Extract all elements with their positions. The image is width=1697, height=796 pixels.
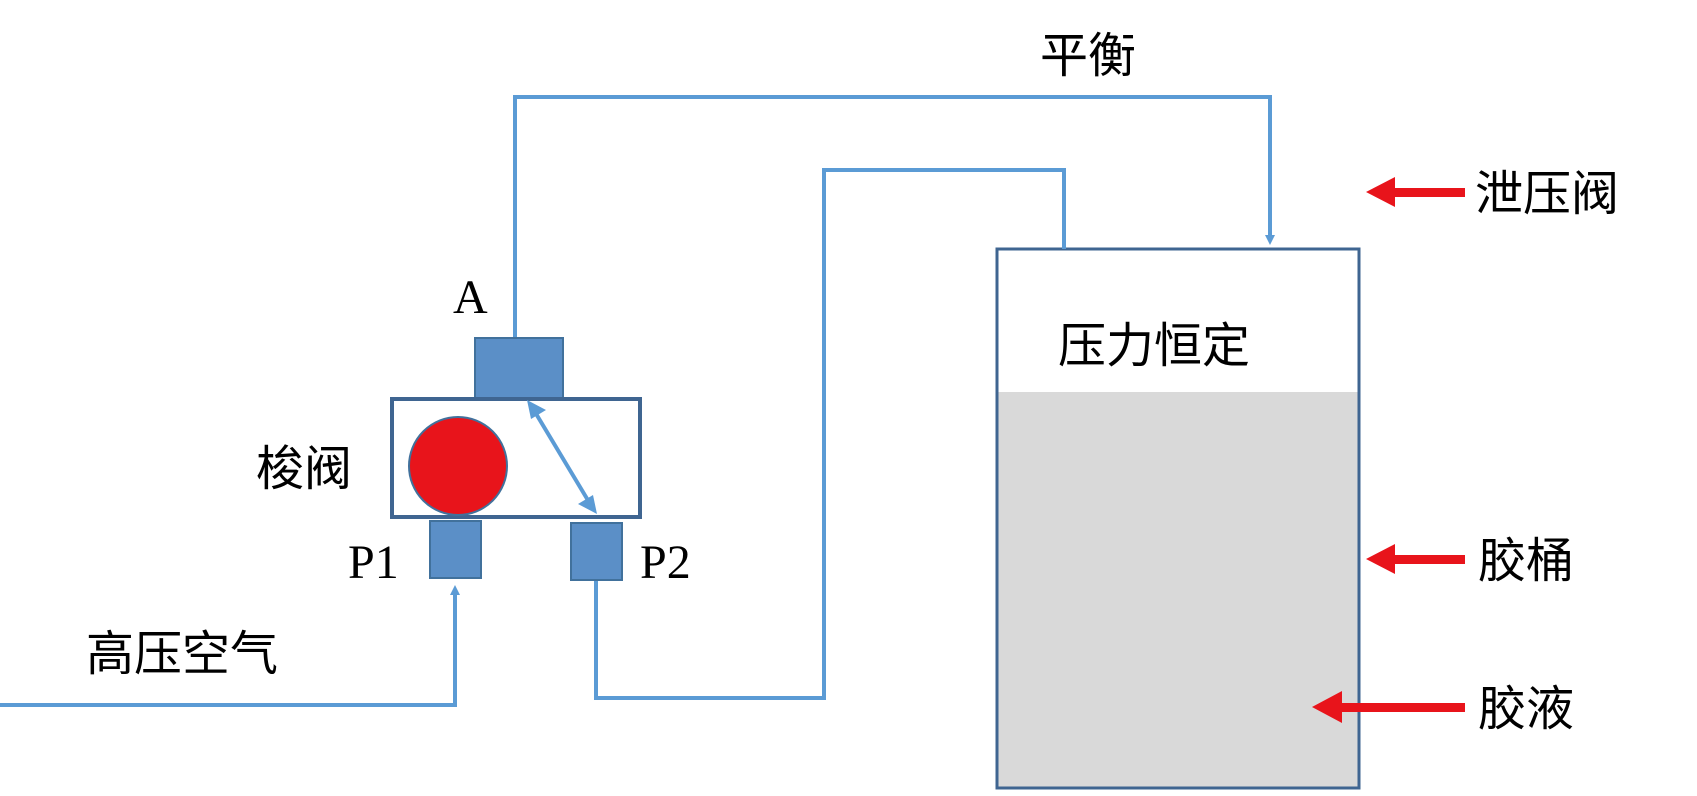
port-p1-label: P1 [348, 536, 399, 589]
port-p2-block [570, 522, 623, 581]
shuttle-valve-ball [408, 416, 508, 516]
balance-pipe [513, 95, 1275, 338]
glue-liquid-arrow-icon [1312, 691, 1465, 723]
glue-bucket-label: 胶桶 [1478, 533, 1574, 589]
glue-liquid-label: 胶液 [1478, 681, 1574, 737]
balance-label: 平衡 [1040, 28, 1136, 84]
port-p2-label: P2 [640, 536, 691, 589]
relief-valve-arrow-icon [1366, 177, 1465, 207]
shuttle-valve-label: 梭阀 [256, 441, 352, 497]
glue-bucket-arrow-icon [1366, 544, 1465, 574]
glue-outlet-pipe [594, 168, 1066, 700]
high-pressure-air-pipe [0, 585, 460, 707]
high-pressure-air-label: 高压空气 [86, 626, 278, 682]
port-p1-block [429, 520, 482, 579]
port-a-label: A [453, 271, 488, 324]
glue-bucket [995, 247, 1361, 790]
glue-liquid-fill [997, 392, 1359, 788]
double-headed-arrow-icon [527, 400, 597, 514]
constant-pressure-label: 压力恒定 [1058, 318, 1250, 374]
port-a-block [474, 337, 564, 400]
relief-valve-label: 泄压阀 [1475, 166, 1619, 222]
